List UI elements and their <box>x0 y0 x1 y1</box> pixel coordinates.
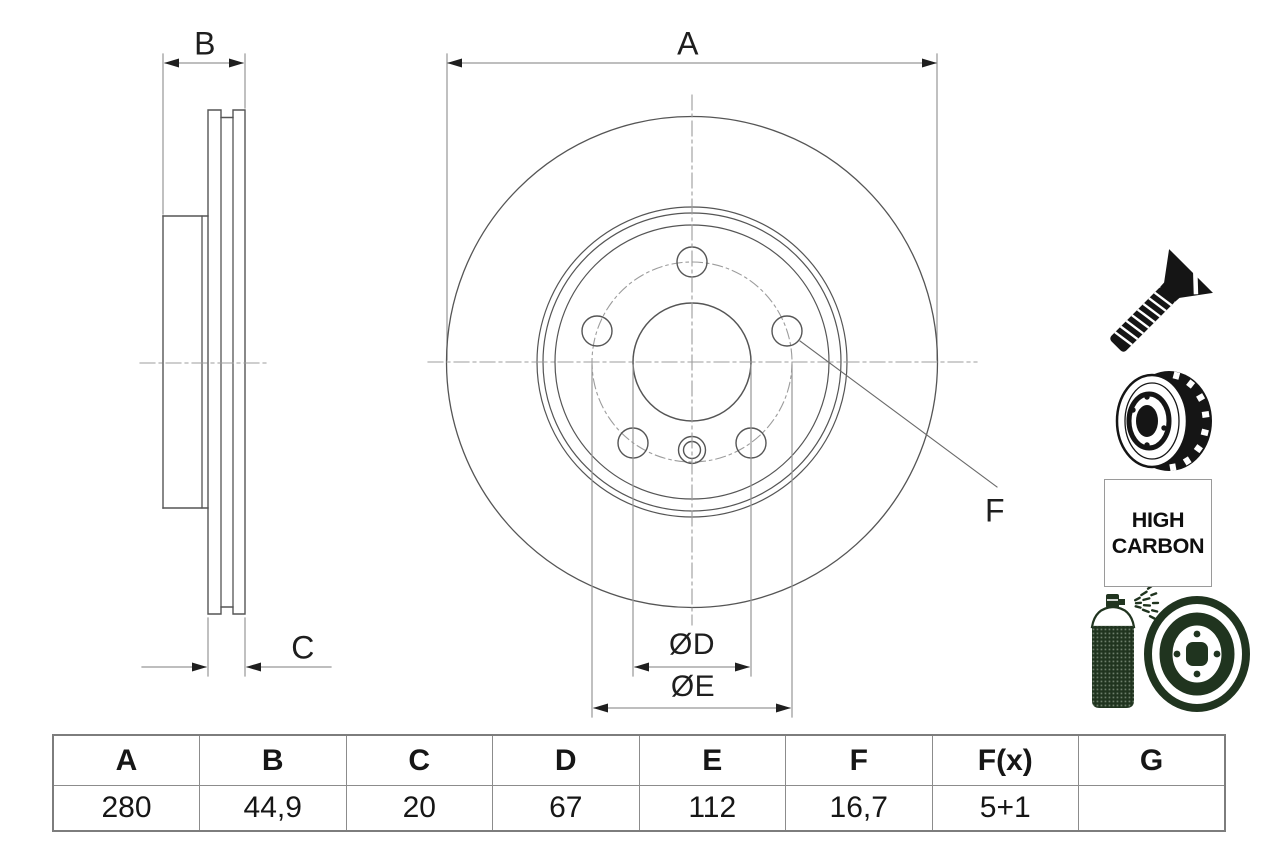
spec-table-value-row: 280 44,9 20 67 112 16,7 5+1 <box>52 785 1226 832</box>
bolt-hole <box>581 315 613 347</box>
spec-value-fx: 5+1 <box>931 785 1079 832</box>
arrowhead <box>447 58 462 68</box>
spec-header-b: B <box>199 734 347 786</box>
disc-face-ring <box>1124 382 1180 460</box>
arrowhead <box>735 662 750 672</box>
front-view <box>427 53 998 718</box>
arrowhead <box>593 703 608 713</box>
arrowhead <box>634 662 649 672</box>
can-shoulder <box>1090 605 1136 629</box>
screw-neck <box>1160 281 1181 302</box>
high-carbon-line2: CARBON <box>1111 534 1205 558</box>
dim-label-b: B <box>194 25 216 62</box>
dim-label-e: ØE <box>670 670 716 703</box>
spec-header-fx: F(x) <box>931 734 1079 786</box>
cross-section-view <box>139 53 332 677</box>
high-carbon-badge: HIGH CARBON <box>1104 479 1212 587</box>
spec-header-e: E <box>638 734 786 786</box>
dim-label-f: F <box>984 492 1006 529</box>
spec-header-a: A <box>52 734 200 786</box>
spec-value-f: 16,7 <box>785 785 933 832</box>
spec-value-c: 20 <box>345 785 493 832</box>
friction-ring-outline <box>207 109 246 615</box>
bolt-hole <box>771 315 803 347</box>
arrowhead <box>922 58 937 68</box>
arrowhead <box>164 58 179 68</box>
spray-droplets <box>1133 584 1160 620</box>
spec-value-e: 112 <box>638 785 786 832</box>
can-body <box>1092 626 1134 708</box>
can-nozzle <box>1118 599 1125 605</box>
coated-disc-bolt-dots <box>1173 630 1221 678</box>
spec-value-a: 280 <box>52 785 200 832</box>
coated-disc-bore <box>1186 642 1208 666</box>
disc-bore <box>1136 405 1158 437</box>
coated-disc-band <box>1159 612 1235 696</box>
spec-value-b: 44,9 <box>199 785 347 832</box>
screw-slot <box>1193 270 1199 295</box>
coated-disc-outer-ring <box>1144 596 1250 712</box>
dim-label-a: A <box>677 25 699 62</box>
arrowhead <box>192 662 207 672</box>
hub-bolt-dots <box>1130 394 1167 448</box>
screw-shank <box>1110 287 1175 352</box>
arrowhead <box>776 703 791 713</box>
screw-threads <box>1114 291 1173 346</box>
spec-header-d: D <box>492 734 640 786</box>
arrowhead <box>246 662 261 672</box>
screw-head <box>1164 249 1213 298</box>
vented-brake-disc-icon <box>1115 371 1212 472</box>
can-cap <box>1106 594 1119 608</box>
spec-value-d: 67 <box>492 785 640 832</box>
leader-line-f <box>799 340 998 488</box>
spray-coated-disc-icon <box>1090 584 1250 712</box>
arrowhead <box>229 58 244 68</box>
spec-value-g <box>1078 785 1226 832</box>
spec-header-f: F <box>785 734 933 786</box>
countersunk-screw-icon <box>1110 249 1213 352</box>
dim-label-d: ØD <box>669 628 715 661</box>
spec-header-c: C <box>345 734 493 786</box>
spec-table-header-row: A B C D E F F(x) G <box>52 734 1226 786</box>
spec-header-g: G <box>1078 734 1226 786</box>
drawing-canvas <box>139 53 1250 718</box>
vent-slots <box>1169 371 1210 472</box>
dim-label-c: C <box>291 629 315 666</box>
spec-table: A B C D E F F(x) G 280 44,9 20 67 112 16… <box>52 734 1226 832</box>
high-carbon-line1: HIGH <box>1131 508 1185 532</box>
